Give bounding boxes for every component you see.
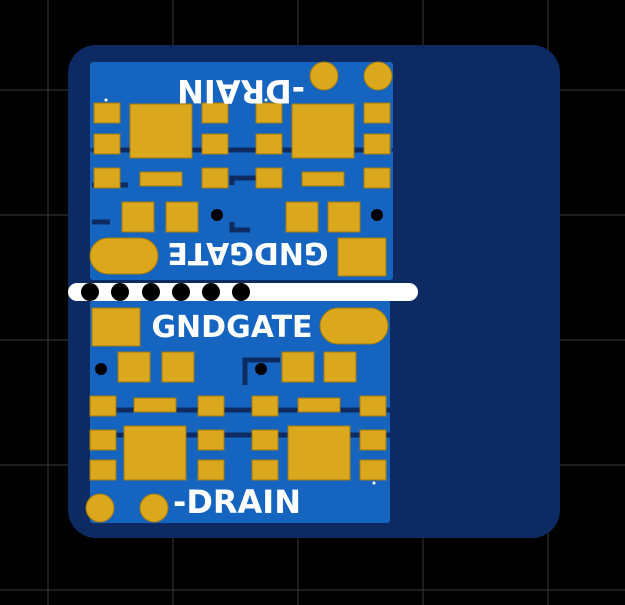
vias-bottom (95, 363, 376, 485)
silk-label-gndgate-top: GNDGATE (167, 235, 328, 270)
pad (251, 395, 279, 417)
pad (327, 201, 361, 233)
pad (363, 167, 391, 189)
pad (297, 397, 341, 413)
pad-oval (89, 237, 159, 275)
pad (197, 395, 225, 417)
pad-square (337, 237, 387, 277)
pad-round (85, 493, 115, 523)
pad (285, 201, 319, 233)
pad (251, 429, 279, 451)
pads-bottom (85, 307, 389, 523)
pad (201, 167, 229, 189)
pad (255, 133, 283, 155)
drill-hole (142, 283, 160, 301)
pad (359, 459, 387, 481)
pad (139, 171, 183, 187)
drill-hole (232, 283, 250, 301)
pad (197, 459, 225, 481)
pad (121, 201, 155, 233)
silk-label-drain-bottom: -DRAIN (173, 483, 301, 521)
pad (363, 102, 391, 124)
pad (323, 351, 357, 383)
pad-round (363, 61, 393, 91)
drill-hole (172, 283, 190, 301)
drill-holes (81, 283, 250, 301)
pad (89, 429, 117, 451)
pad-round (309, 61, 339, 91)
pad (197, 429, 225, 451)
pad (359, 395, 387, 417)
pad (251, 459, 279, 481)
drill-hole (202, 283, 220, 301)
pad (165, 201, 199, 233)
pad (281, 351, 315, 383)
silk-label-gndgate-bottom: GNDGATE (151, 310, 312, 345)
pad-large (287, 425, 351, 481)
pad-square (91, 307, 141, 347)
pad-oval (319, 307, 389, 345)
pads-top (89, 61, 393, 277)
pad (255, 167, 283, 189)
pad (93, 133, 121, 155)
pad-large (291, 103, 355, 159)
pad (359, 429, 387, 451)
pad-large (129, 103, 193, 159)
drill-hole (111, 283, 129, 301)
pad (117, 351, 151, 383)
pad (301, 171, 345, 187)
pad (93, 102, 121, 124)
pad (255, 102, 283, 124)
pad (133, 397, 177, 413)
pad (89, 459, 117, 481)
vias-top (104, 98, 383, 221)
pad (161, 351, 195, 383)
pad (201, 133, 229, 155)
silk-label-drain-top: -DRAIN (177, 72, 305, 110)
pad-large (123, 425, 187, 481)
drill-hole (81, 283, 99, 301)
pad (363, 133, 391, 155)
pad-round (139, 493, 169, 523)
pad (201, 102, 229, 124)
pad (89, 395, 117, 417)
pad (93, 167, 121, 189)
